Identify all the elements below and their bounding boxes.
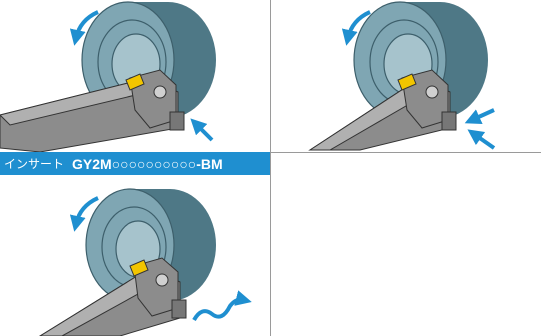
insert-label-prefix: インサート [0, 155, 64, 172]
feed-arrow-icon [474, 134, 494, 148]
feed-arrow-icon [196, 124, 212, 140]
panel-bottom-left [40, 189, 244, 336]
panel-top-left [0, 2, 216, 152]
insert-model-number: GY2M○○○○○○○○○○-BM [72, 156, 223, 172]
feed-arrow-icon [472, 110, 494, 120]
insert-label-bar: インサート GY2M○○○○○○○○○○-BM [0, 152, 270, 175]
panel-top-right [310, 2, 494, 150]
wavy-feed-arrow-icon [194, 300, 244, 320]
